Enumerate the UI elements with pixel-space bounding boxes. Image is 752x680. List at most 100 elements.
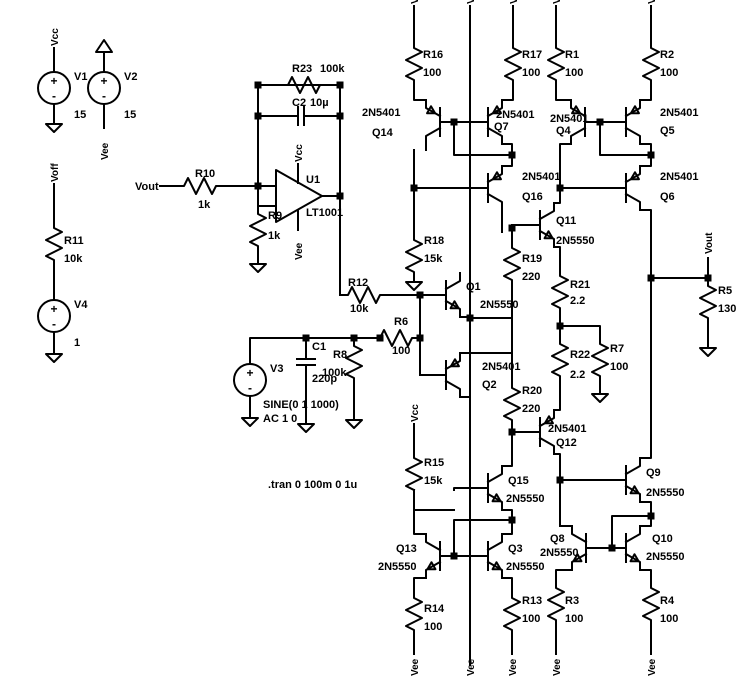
emitter-arrow xyxy=(491,561,502,571)
resistor-value: 15k xyxy=(424,475,443,487)
source-v3 xyxy=(233,349,267,411)
resistor-ref: R9 xyxy=(268,210,282,222)
resistor-zigzag xyxy=(503,239,521,297)
capacitor-ref: C1 xyxy=(312,341,326,353)
transistor-q14 xyxy=(425,99,455,145)
emitter-arrow xyxy=(629,105,640,115)
ground-symbol xyxy=(45,347,63,363)
resistor-ref: R11 xyxy=(64,235,84,247)
emitter-arrow xyxy=(426,105,437,115)
rail-label: Vcc xyxy=(50,28,61,46)
resistor-zigzag xyxy=(551,267,569,317)
emitter-lead xyxy=(624,484,641,503)
transistor-q4 xyxy=(570,99,601,145)
source-value: 15 xyxy=(124,109,136,121)
source-ac: AC 1 0 xyxy=(263,413,297,425)
transistor-q8 xyxy=(571,525,613,571)
source-value: 1 xyxy=(74,337,80,349)
transistor-ref: Q8 xyxy=(550,533,565,545)
emitter-lead xyxy=(571,552,588,571)
ground-icon xyxy=(45,117,63,133)
resistor-zigzag xyxy=(279,76,341,94)
source-ref: V2 xyxy=(124,71,137,83)
collector-lead xyxy=(486,126,503,145)
transistor-part: 2N5550 xyxy=(378,561,417,573)
resistor-r13 xyxy=(503,589,521,641)
rail-label: Vee xyxy=(410,658,421,676)
opamp-vee: Vee xyxy=(294,242,305,260)
resistor-value: 100 xyxy=(392,345,410,357)
net-label-vout-input: Vout xyxy=(135,181,159,193)
transistor-q9 xyxy=(559,457,641,503)
transistor-part: 2N5550 xyxy=(646,551,685,563)
transistor-ref: Q12 xyxy=(556,437,577,449)
ground-icon xyxy=(249,257,267,273)
junction-dot xyxy=(376,334,384,342)
wire xyxy=(639,91,652,101)
junction-dot xyxy=(556,322,564,330)
junction-dot xyxy=(508,516,516,524)
resistor-value: 100k xyxy=(322,367,347,379)
opamp-u1 xyxy=(275,169,323,223)
plus-sign: + xyxy=(246,366,253,380)
transistor-q3 xyxy=(453,533,503,579)
resistor-value: 100 xyxy=(424,621,442,633)
spice-directive: .tran 0 100m 0 1u xyxy=(268,479,357,491)
rail-label: Vee xyxy=(466,658,477,676)
resistor-ref: R1 xyxy=(565,49,579,61)
capacitor-value: 10µ xyxy=(310,97,329,109)
resistor-ref: R19 xyxy=(522,253,542,265)
emitter-arrow xyxy=(491,171,502,181)
ground-symbol xyxy=(241,411,259,427)
plus-sign: + xyxy=(100,74,107,88)
capacitor-plates xyxy=(288,106,314,126)
resistor-r14 xyxy=(405,589,423,641)
collector-lead xyxy=(624,525,641,544)
emitter-arrow xyxy=(543,415,554,425)
resistor-r15 xyxy=(405,449,423,492)
resistor-value: 100 xyxy=(565,67,583,79)
rail-label: Vcc xyxy=(410,404,421,422)
resistor-value: 15k xyxy=(424,253,443,265)
resistor-zigzag xyxy=(405,231,423,277)
source-v4 xyxy=(37,285,71,347)
resistor-zigzag xyxy=(551,335,569,393)
resistor-zigzag xyxy=(345,337,363,415)
resistor-value: 100 xyxy=(522,67,540,79)
collector-lead xyxy=(624,192,641,211)
transistor-ref: Q3 xyxy=(508,543,523,555)
source-v1 xyxy=(37,57,71,119)
collector-lead xyxy=(624,126,641,145)
emitter-arrow xyxy=(543,230,554,240)
collector-lead xyxy=(538,436,555,455)
emitter-arrow xyxy=(491,105,502,115)
ground-symbol xyxy=(249,257,267,273)
transistor-ref: Q15 xyxy=(508,475,529,487)
wire xyxy=(559,143,572,189)
resistor-zigzag xyxy=(699,277,717,331)
emitter-lead xyxy=(486,560,503,579)
collector-lead xyxy=(444,379,461,398)
wire xyxy=(501,431,513,467)
resistor-ref: R14 xyxy=(424,603,445,615)
resistor-ref: R4 xyxy=(660,595,675,607)
transistor-q16 xyxy=(486,165,503,211)
transistor-part: 2N5550 xyxy=(646,487,685,499)
resistor-zigzag xyxy=(503,589,521,641)
resistor-ref: R13 xyxy=(522,595,542,607)
ground-symbol xyxy=(345,413,363,429)
resistor-ref: R17 xyxy=(522,49,542,61)
rail-label: Vcc xyxy=(466,0,477,4)
emitter-lead xyxy=(486,492,503,511)
resistor-value: 100 xyxy=(660,613,678,625)
resistor-value: 2.2 xyxy=(570,295,585,307)
resistor-value: 100k xyxy=(320,63,345,75)
resistor-ref: R20 xyxy=(522,385,542,397)
emitter-arrow xyxy=(572,553,583,563)
resistor-zigzag xyxy=(175,177,259,195)
rail-label: Vee xyxy=(647,658,658,676)
junction-dot xyxy=(254,182,262,190)
resistor-ref: R5 xyxy=(718,285,732,297)
